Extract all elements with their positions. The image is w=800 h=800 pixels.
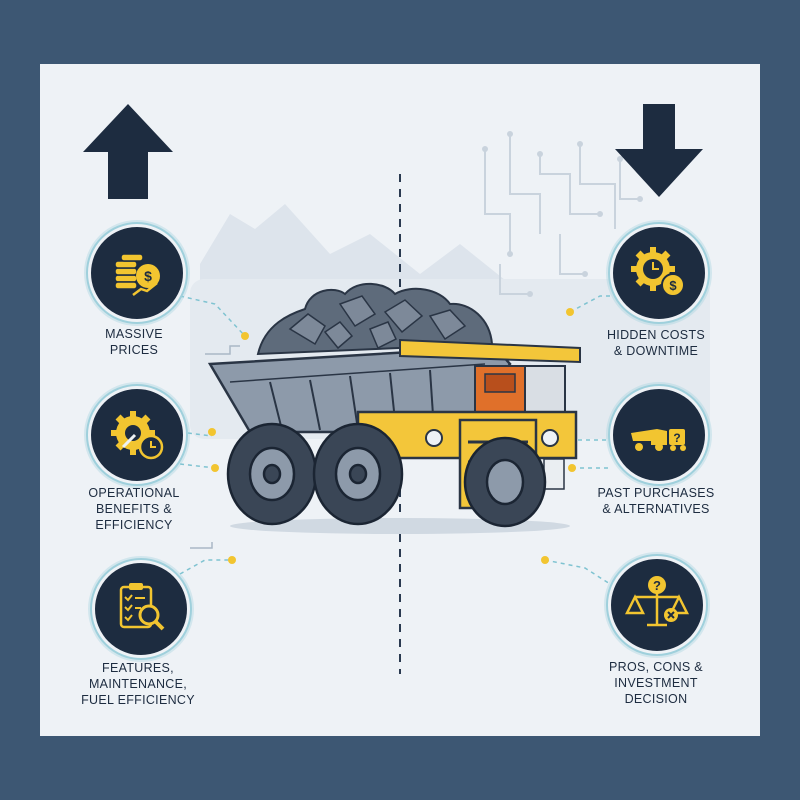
pros-cons-badge: ? xyxy=(608,556,706,654)
gear-wrench-clock-icon xyxy=(111,411,164,460)
features-maintenance-badge xyxy=(92,560,190,658)
past-purchases-badge: ? xyxy=(610,386,708,484)
down-arrow-icon xyxy=(615,104,703,197)
dump-truck-illustration xyxy=(207,282,581,534)
left-item-1-label: MASSIVE PRICES xyxy=(105,327,163,357)
infographic-panel: $ MASSIVE PRICES OPERATIONAL BENEFITS & … xyxy=(40,64,760,736)
right-item-3-label: PROS, CONS & INVESTMENT DECISION xyxy=(609,660,703,706)
coins-dollar-icon: $ xyxy=(114,253,160,296)
dump-trucks-question-icon: ? xyxy=(631,429,686,451)
svg-text:?: ? xyxy=(673,431,680,445)
left-item-2-label: OPERATIONAL BENEFITS & EFFICIENCY xyxy=(88,486,180,532)
gear-clock-dollar-icon: $ xyxy=(631,247,685,297)
left-item-3-label: FEATURES, MAINTENANCE, FUEL EFFICIENCY xyxy=(81,661,195,707)
right-item-1-label: HIDDEN COSTS & DOWNTIME xyxy=(606,328,706,358)
clipboard-magnifier-icon xyxy=(119,583,165,631)
background-mountains xyxy=(200,204,510,284)
up-arrow-icon xyxy=(83,104,173,199)
svg-text:$: $ xyxy=(669,278,677,293)
massive-prices-badge: $ xyxy=(88,224,186,322)
circuit-lines xyxy=(484,134,640,295)
svg-text:$: $ xyxy=(144,268,152,284)
operational-benefits-badge xyxy=(88,386,186,484)
left-connectors xyxy=(179,295,246,575)
hidden-costs-badge: $ xyxy=(610,224,708,322)
svg-text:?: ? xyxy=(653,578,661,593)
right-item-2-label: PAST PURCHASES & ALTERNATIVES xyxy=(597,486,715,516)
balance-scale-question-icon: ? xyxy=(624,576,690,627)
background-scene xyxy=(83,104,710,674)
